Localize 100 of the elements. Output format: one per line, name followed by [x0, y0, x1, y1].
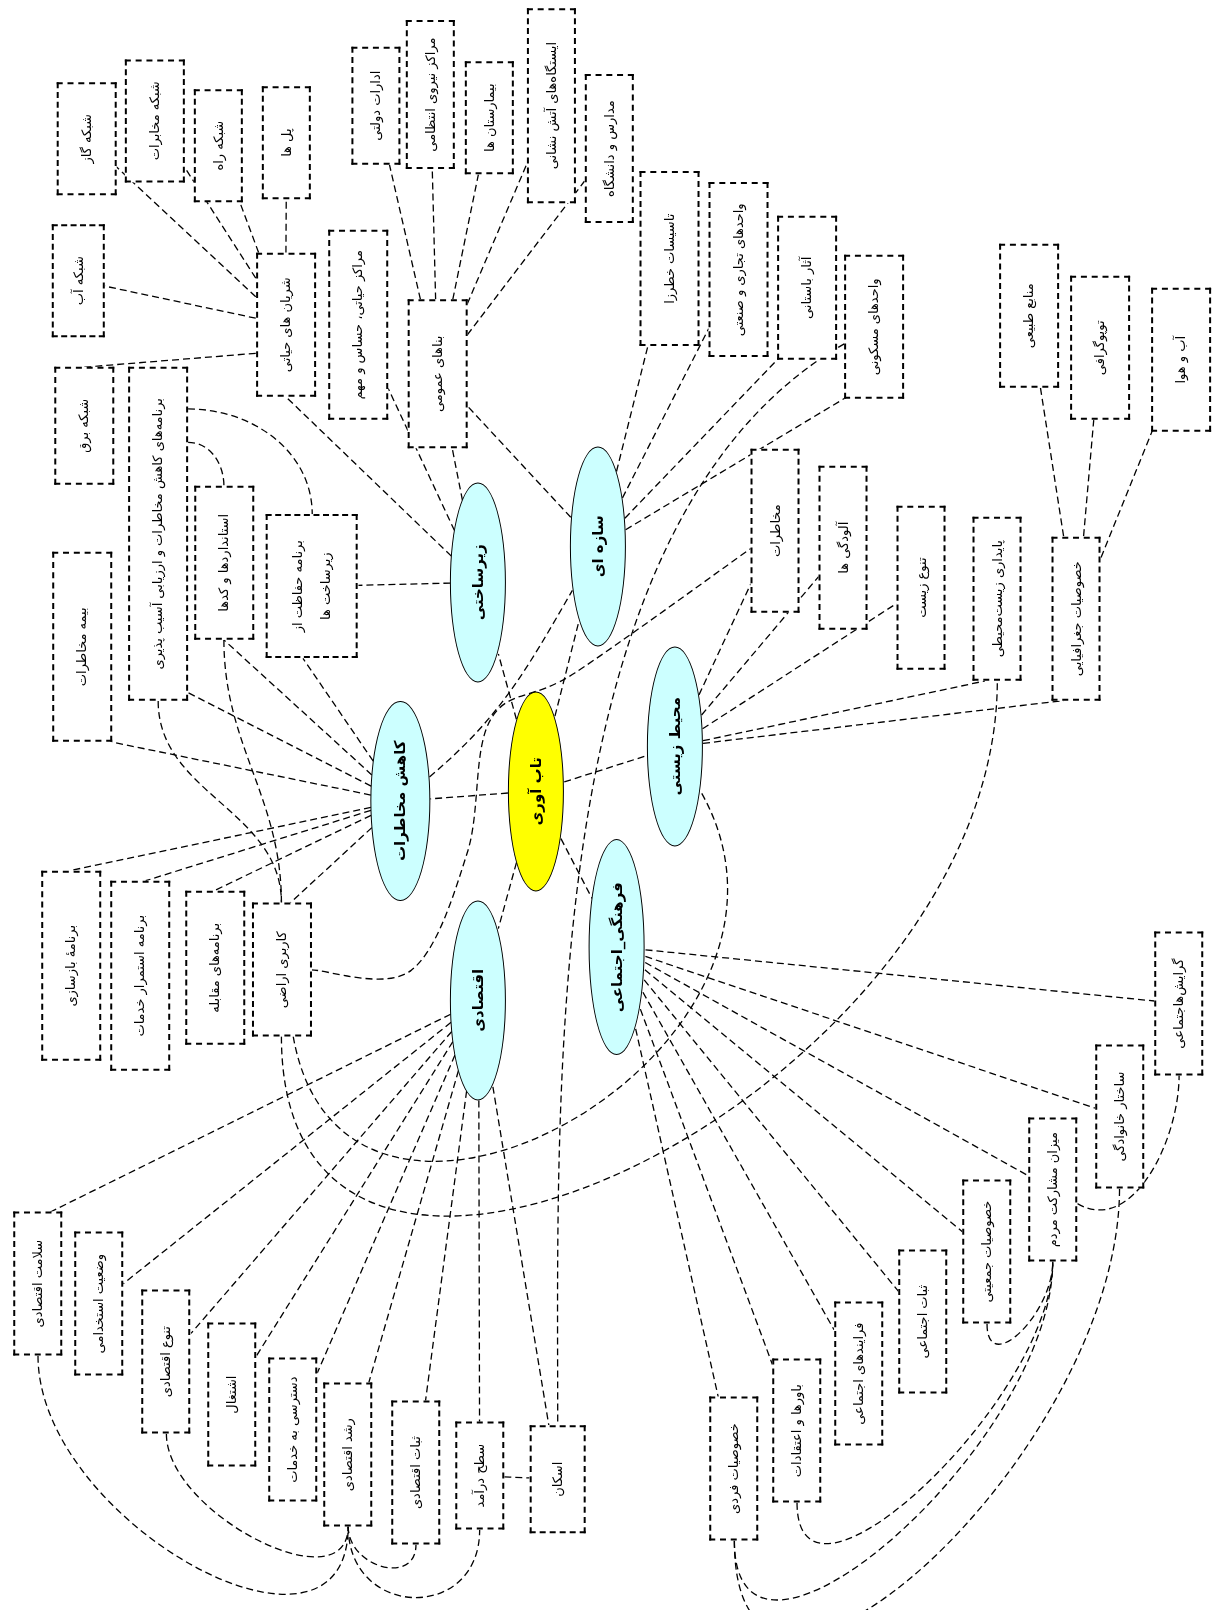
factor-box: برنامه حفاظت از زیرساخت ها	[266, 514, 359, 659]
category-ellipse: سازه ای	[569, 446, 626, 647]
factor-box: گرایش‌هاجتماعی	[1154, 931, 1204, 1076]
factor-box: ایستگاه‌های آتش نشانی	[526, 8, 577, 204]
factor-box: اسکان	[529, 1425, 586, 1533]
factor-box: ساختار خانوادگی	[1094, 1044, 1145, 1189]
connector-line	[302, 657, 374, 762]
connector-line	[145, 809, 372, 882]
connector-line	[223, 639, 283, 904]
connector-line	[115, 165, 257, 298]
factor-box: آب و هوا	[1151, 287, 1211, 432]
connector-line	[1039, 386, 1065, 537]
factor-box: مخاطرات	[750, 448, 801, 614]
connector-line	[643, 979, 900, 1293]
connector-line	[37, 1355, 349, 1594]
factor-box: برنامه‌های مقابله	[184, 890, 245, 1045]
factor-box: مراکز حیاتی، حساس و مهم	[328, 229, 389, 420]
connector-line	[503, 1476, 531, 1479]
connector-line	[1082, 419, 1095, 537]
factor-box: ثبات اقتصادی	[391, 1400, 441, 1545]
connector-line	[492, 1086, 550, 1426]
central-ellipse: تاب آوری	[507, 690, 565, 891]
factor-box: شبکه مخابرات	[125, 59, 185, 183]
factor-box: شریان های حیاتی	[255, 252, 316, 397]
factor-box: خصوصیات جمعیتی	[962, 1180, 1012, 1324]
connector-line	[733, 1260, 1054, 1601]
connector-line	[316, 1054, 456, 1374]
factor-box: منابع طبیعی	[999, 243, 1059, 388]
factor-box: میزان مشارکت مردم	[1028, 1117, 1078, 1262]
connector-line	[187, 692, 372, 787]
factor-box: شبکه آب	[51, 223, 105, 337]
factor-box: توپوگرافی	[1070, 276, 1130, 421]
connector-line	[49, 1013, 452, 1213]
connector-line	[615, 345, 649, 473]
factor-box: تاسیسات خطرزا	[639, 171, 700, 347]
connector-line	[466, 405, 572, 518]
factor-box: خصوصیات جغرافیایی	[1051, 536, 1102, 701]
connector-line	[497, 653, 518, 720]
category-ellipse: محیط زیستی	[646, 646, 704, 847]
factor-box: آلودگی ها	[818, 465, 868, 630]
factor-box: بیمه مخاطرات	[52, 552, 112, 743]
connector-line	[428, 589, 574, 778]
factor-box: واحدهای تجاری و صنعتی	[708, 182, 769, 358]
factor-box: فرایندهای اجتماعی	[834, 1301, 884, 1446]
connector-line	[214, 814, 372, 892]
connector-line	[702, 680, 986, 742]
connector-line	[466, 163, 528, 305]
factor-box: آثار باستانی	[777, 215, 838, 360]
connector-line	[347, 1525, 481, 1599]
connector-line	[184, 167, 257, 279]
factor-box: استانداردها و کدها	[194, 485, 254, 640]
factor-box: برنامه استمرار خدمات	[109, 880, 170, 1071]
connector-line	[368, 1069, 460, 1384]
factor-box: اشتغال	[207, 1322, 257, 1467]
connector-line	[424, 1090, 468, 1402]
factor-box: باورها و اعتقادات	[772, 1358, 822, 1503]
category-ellipse: اقتصادی	[450, 900, 507, 1101]
factor-box: پایداری زیست‌محیطی	[972, 516, 1022, 681]
connector-line	[70, 806, 372, 872]
factor-box: دسترسی به خدمات	[268, 1357, 318, 1502]
factor-box: ثبات اجتماعی	[898, 1250, 948, 1394]
connector-line	[733, 1187, 1121, 1610]
connector-line	[1076, 1074, 1180, 1211]
connector-line	[639, 1008, 774, 1366]
connector-line	[796, 1260, 1054, 1543]
connector-line	[644, 969, 964, 1233]
connector-line	[621, 327, 710, 499]
connector-line	[635, 1028, 719, 1398]
connector-line	[357, 582, 452, 586]
factor-box: وضعیت استخدامی	[73, 1231, 124, 1376]
connector-line	[431, 168, 437, 301]
connector-line	[478, 1099, 481, 1423]
connector-line	[256, 1040, 454, 1356]
category-ellipse: فرهنگی_اجتماعی	[589, 839, 646, 1055]
factor-box: بیمارستان ها	[465, 61, 515, 175]
connector-line	[165, 1433, 349, 1558]
category-ellipse: کاهش مخاطرات	[370, 701, 431, 902]
factor-box: بناهای عمومی	[407, 299, 468, 449]
connector-line	[451, 447, 464, 501]
connector-line	[644, 949, 1156, 1002]
factor-box: مدارس و دانشگاه	[584, 74, 634, 224]
factor-box: کاربری اراضی	[251, 902, 312, 1037]
factor-box: شبکه گاز	[56, 82, 117, 196]
connector-line	[644, 961, 1029, 1177]
connector-line	[624, 397, 845, 531]
factor-box: ادارات دولتی	[351, 46, 401, 165]
connector-line	[187, 441, 225, 487]
factor-box: خصوصیات فردی	[709, 1396, 759, 1541]
factor-box: واحدهای مسکونی	[844, 254, 904, 399]
factor-box: تنوع زیست	[896, 505, 946, 670]
factor-box: شبکه راه	[194, 89, 244, 203]
connector-line	[452, 173, 479, 301]
factor-box: سطح درآمد	[455, 1422, 505, 1530]
factor-box: رشد اقتصادی	[323, 1382, 373, 1527]
factor-box: برنامه‌های کاهش مخاطرات و ارزیابی آسیب پذیری	[128, 367, 188, 701]
connector-line	[497, 862, 518, 930]
factor-box: شبکه برق	[54, 367, 114, 486]
factor-box: پل ها	[261, 86, 312, 200]
factor-box: تنوع اقتصادی	[141, 1290, 191, 1434]
factor-box: مراکز نیروی انتظامی	[405, 20, 455, 169]
